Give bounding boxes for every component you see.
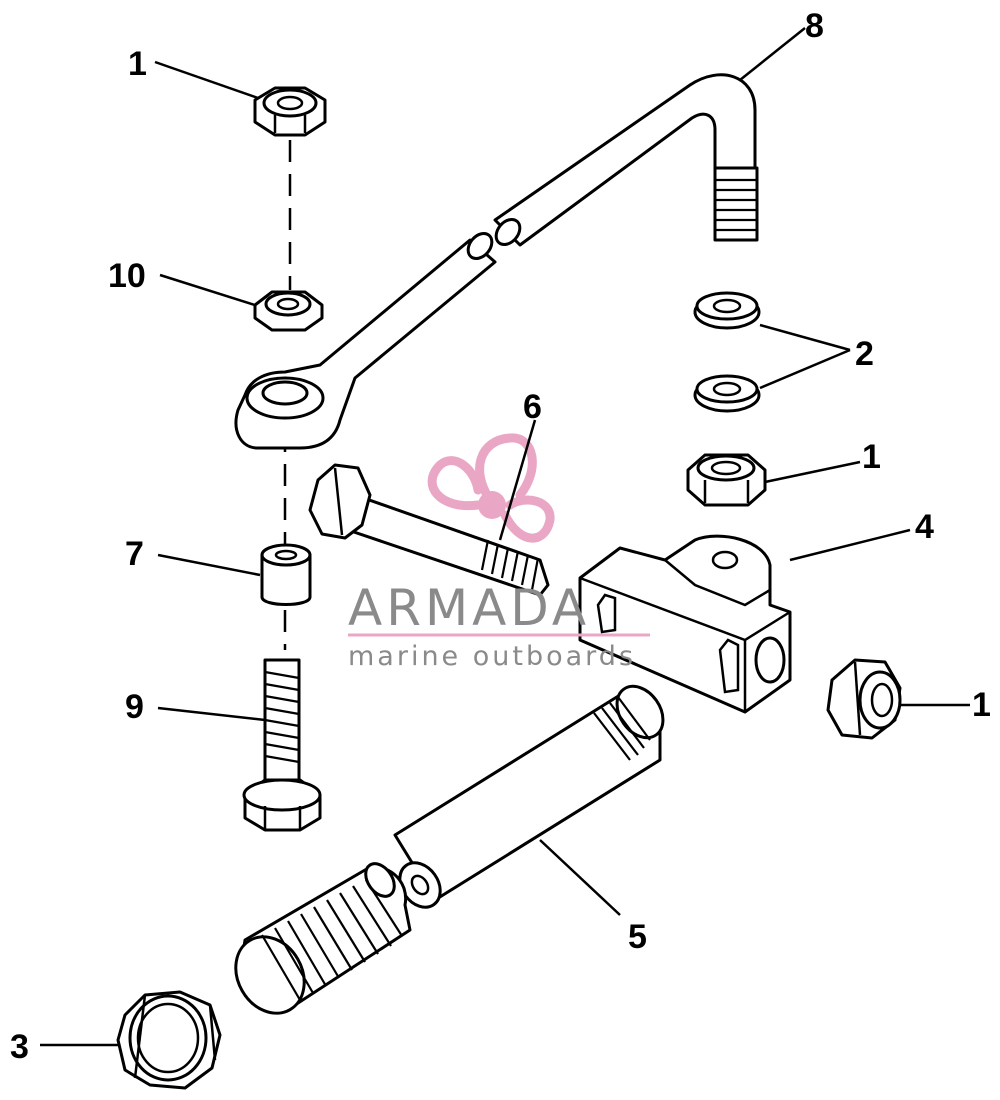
lock-nut-part-10 <box>253 290 324 332</box>
callout-5: 5 <box>628 918 647 956</box>
callout-8: 8 <box>805 7 824 45</box>
callout-10: 10 <box>108 257 146 295</box>
watermark-subtitle: marine outboards <box>348 641 636 672</box>
callout-1-right: 1 <box>972 686 991 724</box>
callout-2: 2 <box>855 335 874 373</box>
watermark-title: ARMADA <box>348 579 590 637</box>
jam-nut-part-3 <box>116 990 222 1090</box>
callout-3: 3 <box>10 1028 29 1066</box>
bracket-part-4 <box>578 534 792 714</box>
leader-lines <box>40 27 970 1047</box>
link-rod-part-8 <box>234 73 759 450</box>
callout-1-top: 1 <box>128 45 147 83</box>
callout-7: 7 <box>125 535 144 573</box>
spacer-part-7 <box>260 543 312 606</box>
nut-part-1-top <box>253 86 327 137</box>
nut-part-1-right <box>826 658 902 740</box>
callout-6: 6 <box>523 388 542 426</box>
bolt-part-6 <box>308 463 550 597</box>
propeller-icon <box>427 433 555 543</box>
nut-part-1-middle <box>686 453 767 507</box>
washers-part-2 <box>693 291 761 413</box>
screw-part-9 <box>242 658 322 832</box>
callout-9: 9 <box>125 688 144 726</box>
callout-1-middle: 1 <box>862 438 881 476</box>
tube-part-5 <box>234 684 665 1015</box>
callout-4: 4 <box>915 508 934 546</box>
